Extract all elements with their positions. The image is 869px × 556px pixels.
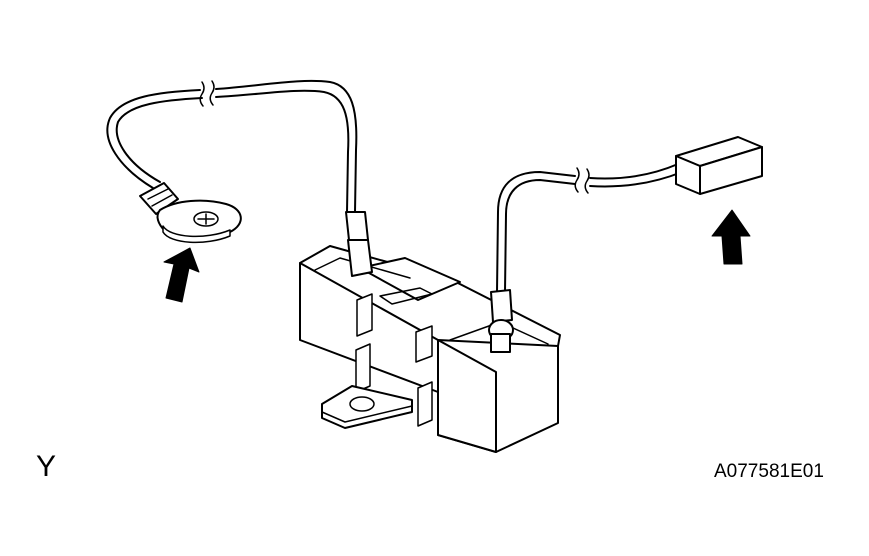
figure-code: A077581E01 — [714, 461, 824, 482]
connector-icon — [675, 136, 763, 195]
arrow-icon — [163, 247, 200, 303]
left-blade-terminal — [345, 211, 373, 277]
right-terminal — [488, 289, 514, 353]
right-lead-wire — [496, 163, 683, 293]
wire-break-mark — [574, 167, 590, 194]
arrow-icon — [711, 209, 751, 265]
ring-terminal-icon — [139, 182, 242, 244]
left-lead-wire — [106, 79, 358, 213]
wire-break-mark — [199, 80, 215, 107]
view-label: Y — [36, 450, 57, 483]
mounting-bracket — [321, 385, 413, 429]
